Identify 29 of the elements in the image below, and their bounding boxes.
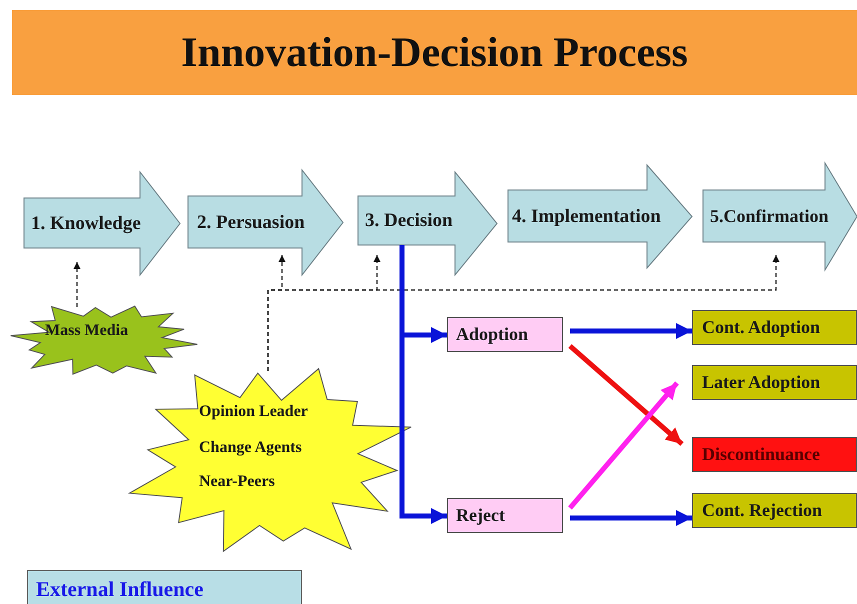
process-step <box>703 163 857 270</box>
outcome-box: Cont. Rejection <box>692 493 857 528</box>
burst-label: Mass Media <box>45 323 128 339</box>
step-label: 4. Implementation <box>512 206 661 226</box>
process-step <box>188 170 343 275</box>
process-step <box>358 172 497 275</box>
step-label: 5.Confirmation <box>710 207 828 225</box>
outcome-box: Adoption <box>447 317 563 352</box>
step-label: 1. Knowledge <box>31 214 141 232</box>
starburst <box>10 303 198 377</box>
burst-label: Opinion Leader <box>199 404 308 420</box>
arrow <box>568 381 679 510</box>
process-step <box>24 172 180 275</box>
burst-label: Near-Peers <box>199 474 275 490</box>
arrow <box>570 510 692 526</box>
outcome-box: Reject <box>447 498 563 533</box>
arrow <box>267 255 780 371</box>
outcome-box: Later Adoption <box>692 365 857 400</box>
arrow <box>570 323 692 339</box>
arrow <box>568 344 684 446</box>
outcome-box: Discontinuance <box>692 437 857 472</box>
process-step <box>508 165 692 268</box>
step-label: 2. Persuasion <box>197 212 305 232</box>
label-box: External Influence <box>27 570 302 604</box>
title: Innovation-Decision Process <box>181 28 688 76</box>
arrow <box>74 262 80 307</box>
step-label: 3. Decision <box>365 211 453 230</box>
burst-label: Change Agents <box>199 440 302 456</box>
outcome-box: Cont. Adoption <box>692 310 857 345</box>
